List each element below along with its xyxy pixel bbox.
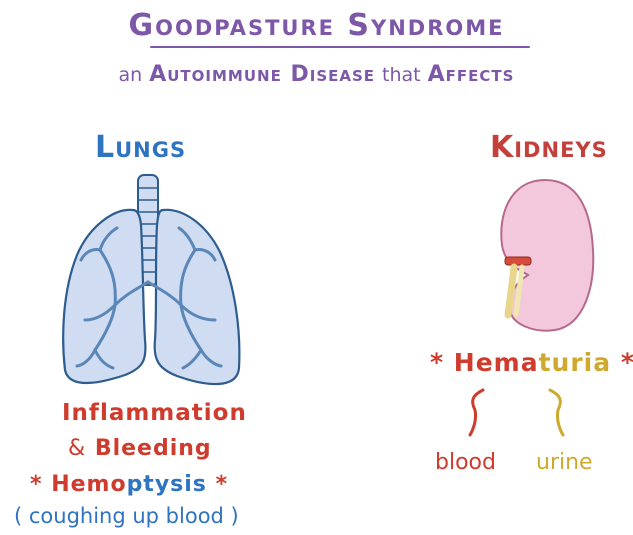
turia-suffix: turia <box>539 348 612 377</box>
blood-bracket <box>470 390 483 435</box>
subtitle-mid: that <box>382 64 421 86</box>
hemoptysis-text: * Hemoptysis * <box>30 472 228 497</box>
subtitle-prefix: an <box>119 64 143 86</box>
kidneys-label: Kidneys <box>490 130 608 165</box>
lungs-illustration <box>55 170 255 395</box>
bleeding-text: & Bleeding <box>68 436 212 461</box>
urine-bracket <box>550 390 563 435</box>
star-left: * <box>30 472 43 497</box>
subtitle: an Autoimmune Disease that Affects <box>0 62 633 87</box>
star-right: * <box>216 472 229 497</box>
bleeding-word: Bleeding <box>95 436 212 461</box>
hema-prefix: Hema <box>454 348 539 377</box>
subtitle-part2: Affects <box>428 62 515 87</box>
hematuria-text: * Hematuria * <box>430 348 633 377</box>
hemo-prefix: Hemo <box>51 472 126 497</box>
star-right-kidney: * <box>621 348 633 377</box>
subtitle-part1: Autoimmune Disease <box>149 62 375 87</box>
urine-label: urine <box>536 450 593 475</box>
kidney-illustration <box>490 175 600 335</box>
amp-symbol: & <box>68 436 86 461</box>
coughing-text: ( coughing up blood ) <box>14 504 239 528</box>
blood-label: blood <box>435 450 496 475</box>
star-left-kidney: * <box>430 348 444 377</box>
left-lung <box>63 210 145 383</box>
lungs-label: Lungs <box>95 130 186 165</box>
ptysis-suffix: ptysis <box>127 472 207 497</box>
page-title: Goodpasture Syndrome <box>0 8 633 43</box>
inflammation-text: Inflammation <box>62 400 247 426</box>
hematuria-brackets <box>455 385 595 445</box>
title-underline <box>150 46 530 48</box>
